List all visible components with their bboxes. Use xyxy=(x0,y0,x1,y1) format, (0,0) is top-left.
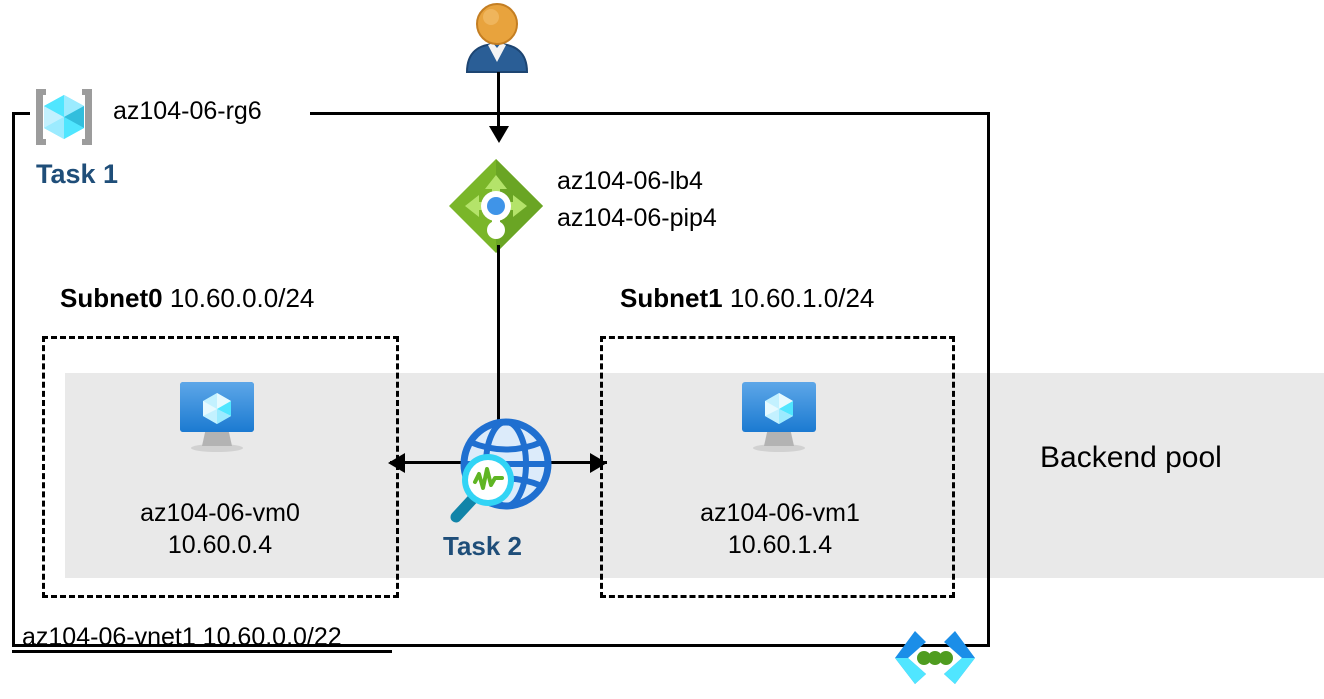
resource-group-border-bottom xyxy=(12,644,990,647)
vnet-boundary-line xyxy=(12,650,392,653)
subnet0-title: Subnet0 10.60.0.0/24 xyxy=(60,282,314,314)
network-watcher-globe-icon xyxy=(450,417,558,525)
resource-group-border-right xyxy=(987,112,990,647)
virtual-machine-icon xyxy=(176,380,258,454)
resource-group-label-gap xyxy=(110,108,310,119)
user-icon xyxy=(457,2,537,76)
vm1-labels: az104-06-vm1 10.60.1.4 xyxy=(630,497,930,561)
task-2-label: Task 2 xyxy=(443,531,523,561)
load-balancer-name: az104-06-lb4 xyxy=(557,167,703,195)
vm0-labels: az104-06-vm0 10.60.0.4 xyxy=(70,497,370,561)
resource-group-border-top-left xyxy=(12,112,30,115)
vnet-label: az104-06-vnet1 10.60.0.0/22 xyxy=(22,623,342,651)
subnet1-cidr: 10.60.1.0/24 xyxy=(729,283,875,313)
virtual-network-icon xyxy=(893,629,977,685)
subnet0-arrowhead xyxy=(388,453,405,473)
resource-group-border-top-right xyxy=(110,112,990,115)
vm0-ip: 10.60.0.4 xyxy=(167,531,273,559)
resource-group-label: az104-06-rg6 xyxy=(113,97,262,125)
vm1-name: az104-06-vm1 xyxy=(700,499,860,527)
load-balancer-public-ip: az104-06-pip4 xyxy=(557,204,717,232)
backend-pool-label: Backend pool xyxy=(1040,441,1222,474)
subnet1-title: Subnet1 10.60.1.0/24 xyxy=(620,282,874,314)
virtual-machine-icon xyxy=(738,380,820,454)
subnet0-connection-line xyxy=(390,461,502,464)
task-1-label: Task 1 xyxy=(36,159,119,189)
subnet0-name: Subnet0 xyxy=(60,283,163,313)
backend-pool-band xyxy=(65,373,1324,578)
subnet0-cidr: 10.60.0.0/24 xyxy=(169,283,315,313)
vm0-name: az104-06-vm0 xyxy=(140,499,300,527)
resource-group-border-left xyxy=(12,112,15,647)
user-to-load-balancer-arrowhead xyxy=(489,126,509,143)
user-to-load-balancer-line xyxy=(497,72,500,132)
subnet1-connection-line xyxy=(497,461,607,464)
resource-group-icon xyxy=(28,86,100,148)
subnet1-name: Subnet1 xyxy=(620,283,723,313)
load-balancer-to-vnet-line xyxy=(497,245,500,460)
load-balancer-icon xyxy=(447,157,545,255)
subnet1-arrowhead xyxy=(590,453,607,473)
vm1-ip: 10.60.1.4 xyxy=(727,531,833,559)
